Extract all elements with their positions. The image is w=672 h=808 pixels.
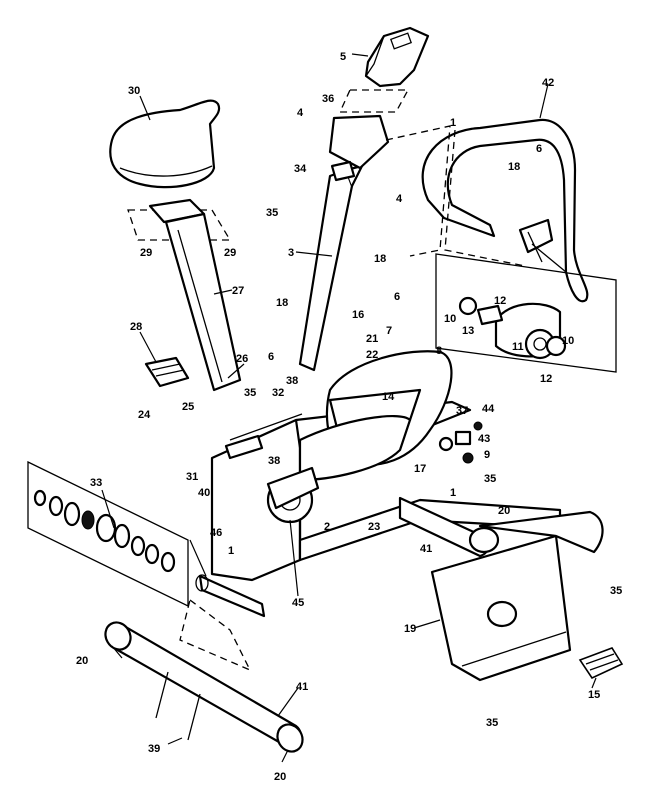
callout-38b: 38 xyxy=(268,455,280,467)
callout-18b: 18 xyxy=(374,253,386,265)
callout-38a: 38 xyxy=(286,375,298,387)
callout-42: 42 xyxy=(542,77,554,89)
callout-35c: 35 xyxy=(484,473,496,485)
callout-6a: 6 xyxy=(536,143,542,155)
callout-26: 26 xyxy=(236,353,248,365)
callout-28: 28 xyxy=(130,321,142,333)
callout-20b: 20 xyxy=(76,655,88,667)
part-computer xyxy=(338,26,430,113)
part-upright-post xyxy=(298,114,451,372)
callout-21: 21 xyxy=(366,333,378,345)
part-rear-stabilizer xyxy=(398,496,500,558)
callout-44: 44 xyxy=(482,403,495,415)
callout-35b: 35 xyxy=(244,387,256,399)
callout-7: 7 xyxy=(386,325,392,337)
callout-14: 14 xyxy=(382,391,395,403)
callout-12b: 12 xyxy=(540,373,552,385)
callout-1b: 1 xyxy=(450,487,456,499)
callout-2: 2 xyxy=(324,521,330,533)
callout-1a: 1 xyxy=(450,117,456,129)
callout-18c: 18 xyxy=(276,297,288,309)
callout-15a: 15 xyxy=(588,689,600,701)
part-shroud xyxy=(430,510,604,682)
callout-29a: 29 xyxy=(140,247,152,259)
part-front-stabilizer xyxy=(104,598,304,753)
callout-25: 25 xyxy=(182,401,194,413)
part-hardware-inset xyxy=(27,460,189,608)
callout-19: 19 xyxy=(404,623,416,635)
callout-10a: 10 xyxy=(444,313,456,325)
callout-35a: 35 xyxy=(266,207,278,219)
callout-41a: 41 xyxy=(420,543,432,555)
part-handlebar xyxy=(421,118,589,303)
callout-17: 17 xyxy=(414,463,426,475)
part-seat xyxy=(109,99,221,189)
part-front-sleeve xyxy=(195,574,266,618)
callout-29b: 29 xyxy=(224,247,236,259)
callout-31: 31 xyxy=(186,471,198,483)
callout-8: 8 xyxy=(436,345,442,357)
callout-35d: 35 xyxy=(610,585,622,597)
callout-30: 30 xyxy=(128,85,140,97)
callout-4a: 4 xyxy=(297,107,304,119)
callout-18a: 18 xyxy=(508,161,520,173)
callout-20c: 20 xyxy=(274,771,286,783)
callout-6b: 6 xyxy=(394,291,400,303)
callout-labels: 5 42 30 36 4 1 6 18 34 4 35 29 29 3 18 2… xyxy=(76,51,622,783)
callout-3: 3 xyxy=(288,247,294,259)
callout-41b: 41 xyxy=(296,681,308,693)
callout-9: 9 xyxy=(484,449,490,461)
part-pedal-right xyxy=(578,647,624,680)
part-tension-assembly xyxy=(438,421,483,464)
part-brake-inset xyxy=(435,253,617,373)
callout-11: 11 xyxy=(512,341,524,353)
callout-35e: 35 xyxy=(486,717,498,729)
part-flywheel xyxy=(298,350,453,482)
callout-5: 5 xyxy=(340,51,346,63)
callout-32: 32 xyxy=(272,387,284,399)
callout-39: 39 xyxy=(148,743,160,755)
callout-1c: 1 xyxy=(228,545,234,557)
callout-24: 24 xyxy=(138,409,151,421)
callout-13: 13 xyxy=(462,325,474,337)
callout-20a: 20 xyxy=(498,505,510,517)
callout-34: 34 xyxy=(294,163,307,175)
part-seat-post xyxy=(127,198,242,392)
callout-23: 23 xyxy=(368,521,380,533)
callout-45: 45 xyxy=(292,597,304,609)
callout-4b: 4 xyxy=(396,193,403,205)
callout-33: 33 xyxy=(90,477,102,489)
callout-43: 43 xyxy=(478,433,490,445)
callout-36: 36 xyxy=(322,93,334,105)
leader-lines xyxy=(101,53,597,763)
callout-27: 27 xyxy=(232,285,244,297)
callout-10b: 10 xyxy=(562,335,574,347)
callout-40: 40 xyxy=(198,487,210,499)
callout-16: 16 xyxy=(352,309,364,321)
callout-37: 37 xyxy=(456,405,468,417)
callout-12a: 12 xyxy=(494,295,506,307)
callout-6c: 6 xyxy=(268,351,274,363)
callout-46: 46 xyxy=(210,527,222,539)
part-pedal-left xyxy=(144,356,190,388)
callout-22: 22 xyxy=(366,349,378,361)
